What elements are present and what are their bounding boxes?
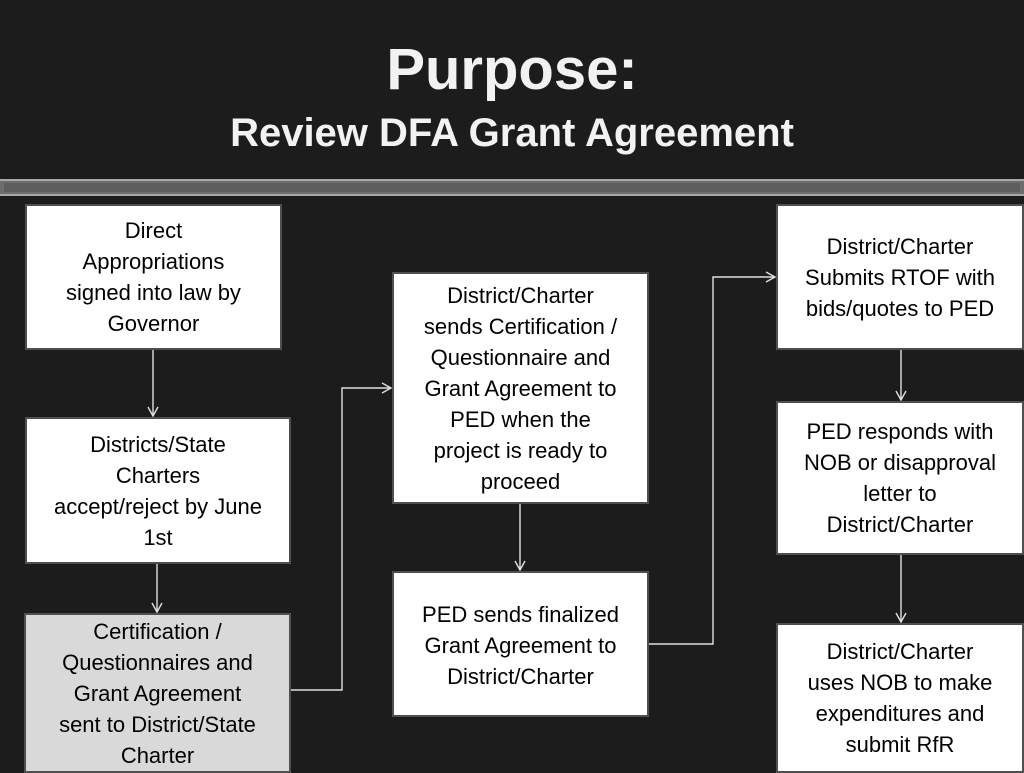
step-district-sends-certification-text: District/Charter sends Certification / Q… (423, 282, 618, 494)
step-uses-nob-text: District/Charter uses NOB to make expend… (807, 639, 993, 757)
step-uses-nob: District/Charter uses NOB to make expend… (776, 623, 1024, 773)
title-divider (0, 179, 1024, 196)
slide-subtitle: Review DFA Grant Agreement (230, 111, 794, 155)
step-submits-rtof-text: District/Charter Submits RTOF with bids/… (805, 233, 995, 321)
arrow-certification-to-district-sends (291, 382, 393, 691)
step-accept-reject-text: Districts/State Charters accept/reject b… (54, 431, 262, 550)
step-accept-reject: Districts/State Charters accept/reject b… (25, 417, 291, 564)
step-district-sends-certification: District/Charter sends Certification / Q… (392, 272, 649, 504)
step-ped-responds: PED responds with NOB or disapproval let… (776, 401, 1024, 555)
step-ped-responds-text: PED responds with NOB or disapproval let… (804, 419, 996, 537)
step-ped-sends-finalized-text: PED sends finalized Grant Agreement to D… (422, 602, 619, 689)
arrow-ped-finalized-to-submits-rtof (649, 271, 777, 645)
slide-title: Purpose: (386, 37, 638, 102)
step-direct-appropriations-text: Direct Appropriations signed into law by… (66, 218, 241, 336)
step-certification-sent-text: Certification / Questionnaires and Grant… (59, 618, 256, 768)
step-direct-appropriations: Direct Appropriations signed into law by… (25, 204, 282, 350)
step-ped-sends-finalized: PED sends finalized Grant Agreement to D… (392, 571, 649, 717)
step-submits-rtof: District/Charter Submits RTOF with bids/… (776, 204, 1024, 350)
step-certification-sent: Certification / Questionnaires and Grant… (24, 613, 291, 773)
